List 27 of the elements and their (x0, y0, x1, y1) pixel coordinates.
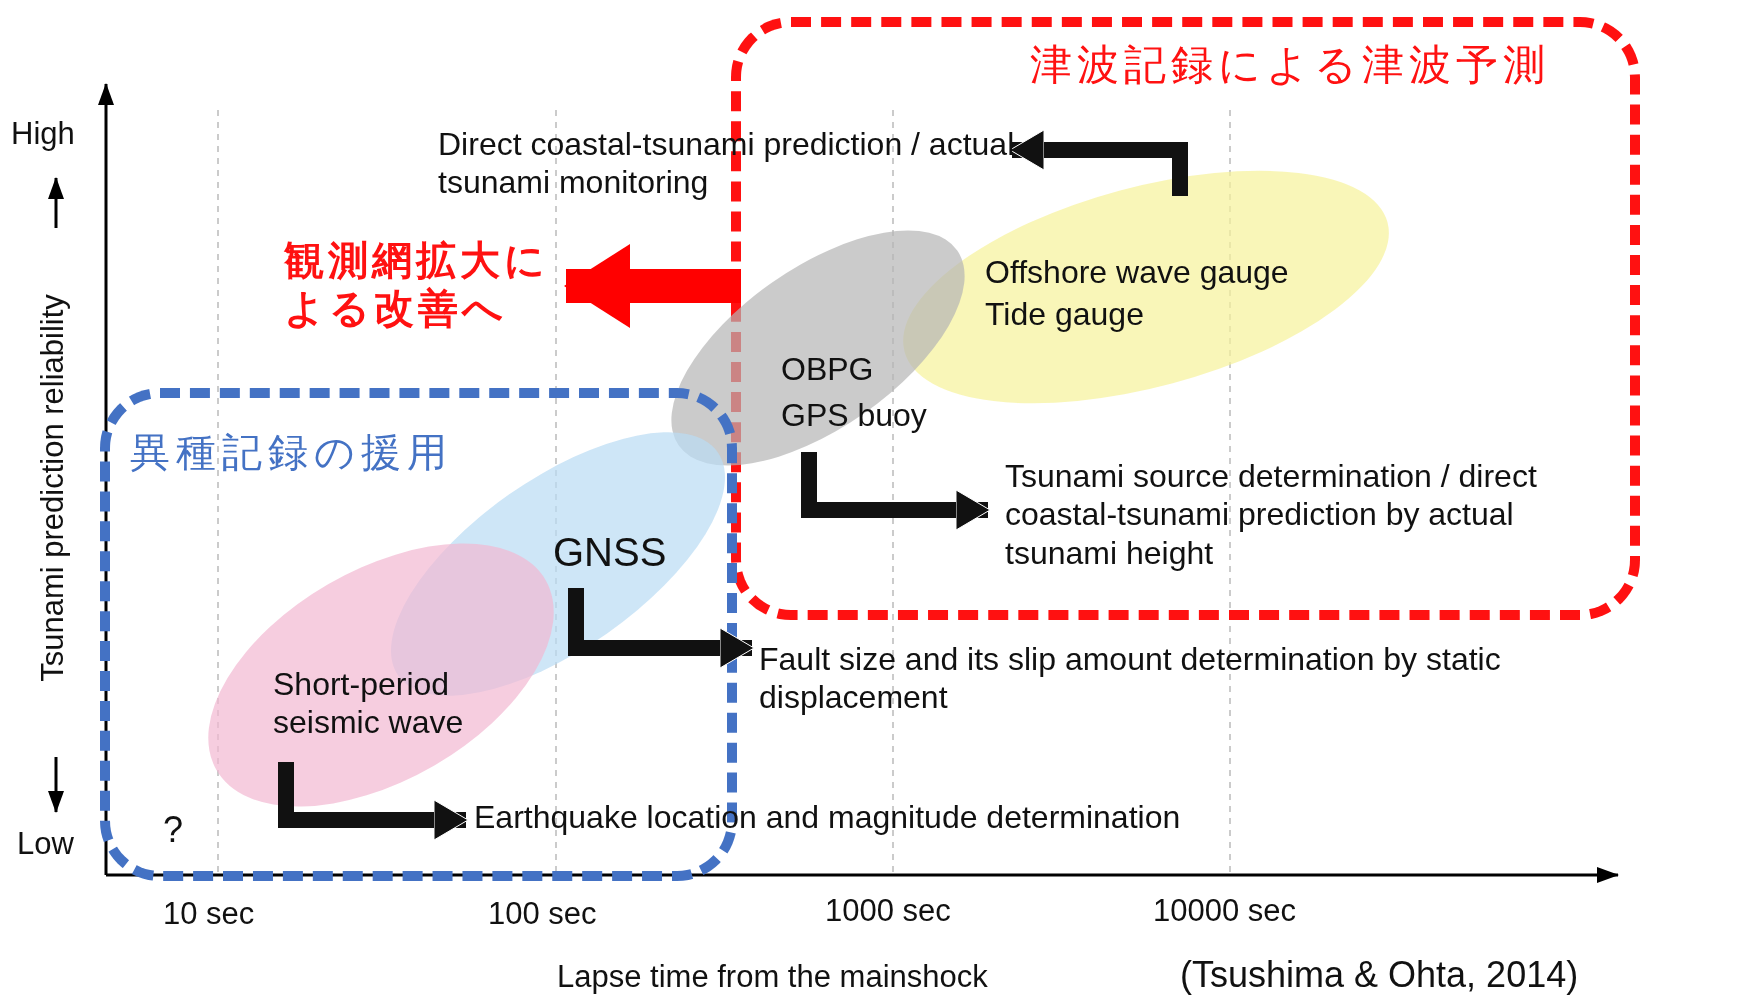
bent-arrow (568, 588, 755, 669)
region-title: 津波記録による津波予測 (1030, 40, 1550, 90)
outcome-text: Direct coastal-tsunami prediction / actual tsunami monitoring (438, 125, 1038, 202)
block-arrow (564, 244, 741, 328)
axis-label: Low (17, 825, 74, 863)
ellipse-label: GPS buoy (781, 396, 927, 435)
bent-arrow (278, 762, 469, 841)
tick-label: 1000 sec (825, 892, 951, 930)
axis-label: High (11, 115, 75, 153)
axis-title: Lapse time from the mainshock (557, 958, 988, 995)
ellipse-label: Short-period seismic wave (273, 665, 465, 742)
tick-label: 10 sec (163, 895, 255, 933)
tick-label: 10000 sec (1153, 892, 1297, 930)
outcome-text: Fault size and its slip amount determination by static displacement (759, 640, 1519, 717)
ellipse-label: Tide gauge (985, 295, 1144, 334)
question-mark: ? (163, 808, 184, 852)
ellipse-label: GNSS (553, 529, 667, 576)
axis-title: Tsunami prediction reliability (34, 294, 72, 682)
outcome-text: Tsunami source determination / direct coastal-tsunami prediction by actual tsunami height (1005, 457, 1565, 573)
outcome-text: Earthquake location and magnitude determination (474, 798, 1181, 837)
citation: (Tsushima & Ohta, 2014) (1180, 953, 1579, 995)
callout-text: 観測網拡大による改善へ (284, 236, 559, 332)
bent-arrow (1009, 129, 1188, 196)
ellipse-label: OBPG (781, 350, 874, 389)
tick-label: 100 sec (488, 895, 597, 933)
ellipse-label: Offshore wave gauge (985, 253, 1289, 292)
region-title: 異種記録の援用 (130, 429, 453, 476)
